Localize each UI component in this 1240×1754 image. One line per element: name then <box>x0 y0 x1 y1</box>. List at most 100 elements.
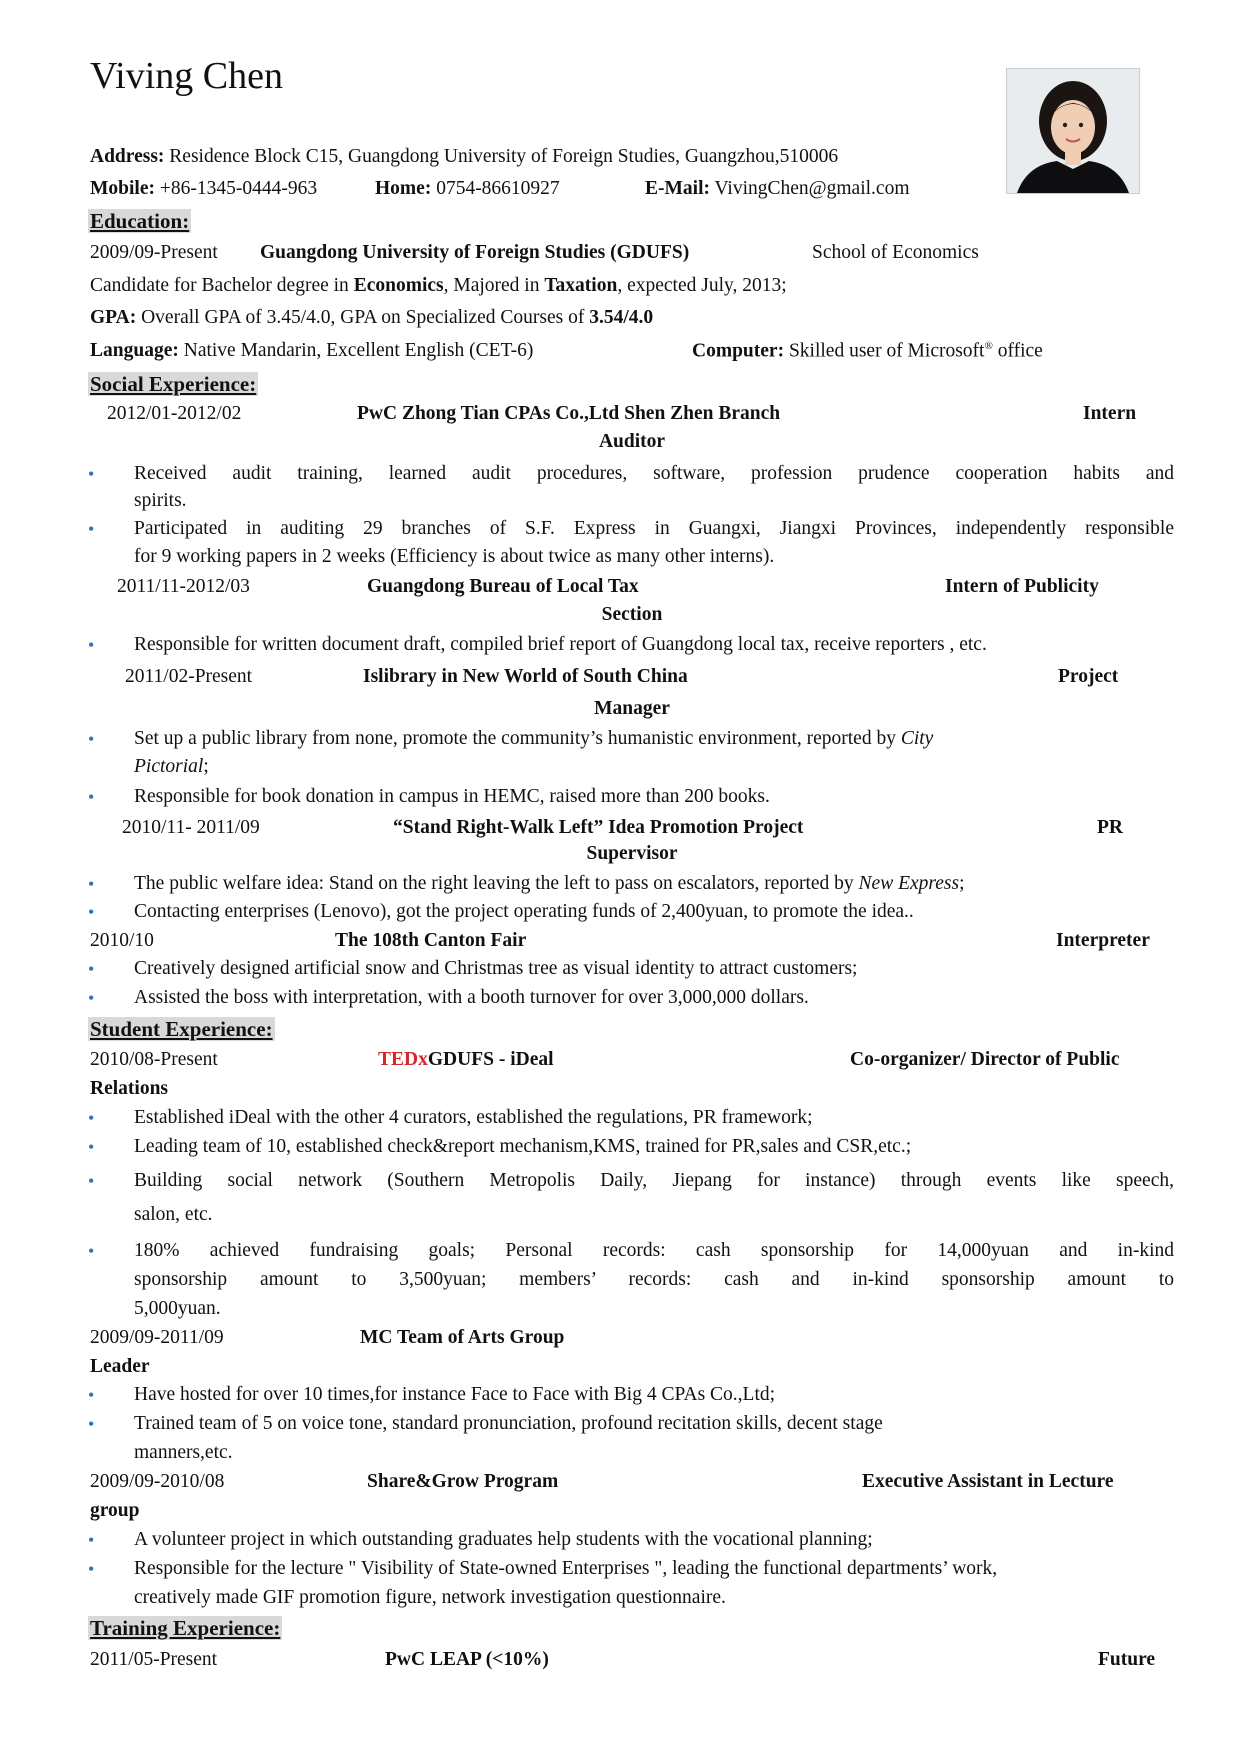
education-faculty: School of Economics <box>812 242 979 263</box>
email-value[interactable]: VivingChen@gmail.com <box>714 178 910 199</box>
job-date: 2010/10 <box>90 930 154 951</box>
bullet-icon: • <box>88 1385 95 1405</box>
bullet-text: Have hosted for over 10 times,for instan… <box>134 1384 776 1405</box>
bullet-text-part: Set up a public library from none, promo… <box>134 728 901 749</box>
education-language: Language: Native Mandarin, Excellent Eng… <box>90 340 533 362</box>
language-text: Native Mandarin, Excellent English (CET-… <box>183 340 534 361</box>
job-role: Intern of Publicity <box>945 576 1099 597</box>
bullet-icon: • <box>88 635 95 655</box>
computer-text: office <box>992 340 1043 362</box>
bullet-icon: • <box>88 729 95 749</box>
degree-text: Candidate for Bachelor degree in <box>90 275 354 296</box>
job-org: Islibrary in New World of South China <box>363 666 688 687</box>
training-date: 2011/05-Present <box>90 1649 218 1670</box>
language-label: Language: <box>90 340 179 361</box>
activity-date: 2009/09-2011/09 <box>90 1327 224 1348</box>
job-role: Interpreter <box>1056 930 1150 951</box>
activity-role-cont: group <box>90 1500 140 1521</box>
home-label: Home: <box>375 178 432 199</box>
bullet-text: Contacting enterprises (Lenovo), got the… <box>134 901 914 922</box>
job-org: PwC Zhong Tian CPAs Co.,Ltd Shen Zhen Br… <box>357 403 781 424</box>
job-org: The 108th Canton Fair <box>335 930 527 951</box>
degree-text: , expected July, 2013; <box>617 275 787 296</box>
degree-text: , Majored in <box>443 275 545 296</box>
bullet-text: Creatively designed artificial snow and … <box>134 958 858 979</box>
bullet-text: Established iDeal with the other 4 curat… <box>134 1107 813 1128</box>
bullet-icon: • <box>88 787 95 807</box>
bullet-text: Participated in auditing 29 branches of … <box>134 518 1174 539</box>
bullet-text: Building social network (Southern Metrop… <box>134 1170 1174 1191</box>
computer-label: Computer: <box>692 340 785 362</box>
activity-role: Co-organizer/ Director of Public <box>850 1049 1120 1070</box>
mobile-value: +86-1345-0444-963 <box>159 178 318 199</box>
education-gpa: GPA: Overall GPA of 3.45/4.0, GPA on Spe… <box>90 307 653 329</box>
job-org: “Stand Right-Walk Left” Idea Promotion P… <box>393 817 804 838</box>
bullet-text: Leading team of 10, established check&re… <box>134 1136 912 1157</box>
activity-org-name: GDUFS - iDeal <box>427 1049 554 1070</box>
job-role: Project <box>1058 666 1119 687</box>
computer-text: Skilled user of Microsoft <box>788 340 985 362</box>
gpa-specialized: 3.54/4.0 <box>589 307 654 328</box>
degree-major: Economics <box>353 275 444 296</box>
job-date: 2012/01-2012/02 <box>107 403 242 424</box>
email-field: E-Mail: VivingChen@gmail.com <box>645 178 910 200</box>
bullet-icon: • <box>88 1414 95 1434</box>
section-title-student: Student Experience: <box>88 1017 275 1041</box>
job-date: 2011/11-2012/03 <box>117 576 250 597</box>
bullet-text: Pictorial; <box>134 756 209 778</box>
activity-role: Leader <box>90 1356 150 1377</box>
bullet-text: spirits. <box>134 490 187 511</box>
section-title-social: Social Experience: <box>88 372 259 396</box>
address-value: Residence Block C15, Guangdong Universit… <box>169 146 839 167</box>
bullet-text: Trained team of 5 on voice tone, standar… <box>134 1413 883 1434</box>
education-degree: Candidate for Bachelor degree in Economi… <box>90 275 787 297</box>
bullet-icon: • <box>88 988 95 1008</box>
bullet-icon: • <box>88 464 95 484</box>
job-date: 2011/02-Present <box>125 666 253 687</box>
job-role: Intern <box>1083 403 1137 424</box>
education-date: 2009/09-Present <box>90 242 218 263</box>
bullet-text-part: The public welfare idea: Stand on the ri… <box>134 873 859 894</box>
job-org: Guangdong Bureau of Local Tax <box>367 576 639 597</box>
job-role-cont: Auditor <box>598 431 666 452</box>
activity-org: MC Team of Arts Group <box>360 1327 565 1348</box>
bullet-icon: • <box>88 1137 95 1157</box>
bullet-text: salon, etc. <box>134 1204 213 1225</box>
bullet-text: Responsible for the lecture " Visibility… <box>134 1558 998 1579</box>
bullet-text: for 9 working papers in 2 weeks (Efficie… <box>134 546 775 567</box>
bullet-icon: • <box>88 1241 95 1261</box>
bullet-text: A volunteer project in which outstanding… <box>134 1529 873 1550</box>
bullet-text-part: ; <box>203 756 209 777</box>
job-role-cont: Manager <box>594 698 670 719</box>
job-date: 2010/11- 2011/09 <box>122 817 260 838</box>
email-label: E-Mail: <box>645 178 710 199</box>
bullet-icon: • <box>88 1108 95 1128</box>
mobile-label: Mobile: <box>90 178 155 199</box>
bullet-text: creatively made GIF promotion figure, ne… <box>134 1587 726 1608</box>
address-line: Address: Residence Block C15, Guangdong … <box>90 146 838 168</box>
home-value: 0754-86610927 <box>436 178 560 199</box>
section-title-training: Training Experience: <box>88 1616 283 1640</box>
publication-name: New Express <box>858 873 960 894</box>
tedx-brand: TEDx <box>378 1049 428 1070</box>
registered-mark: ® <box>984 340 993 352</box>
bullet-icon: • <box>88 1530 95 1550</box>
activity-org: Share&Grow Program <box>367 1471 559 1492</box>
bullet-text: manners,etc. <box>134 1442 233 1463</box>
publication-name: Pictorial <box>134 756 204 777</box>
bullet-text: Responsible for book donation in campus … <box>134 786 770 807</box>
bullet-icon: • <box>88 1171 95 1191</box>
degree-field: Taxation <box>544 275 618 296</box>
training-org: PwC LEAP (<10%) <box>385 1649 549 1670</box>
bullet-text: 180% achieved fundraising goals; Persona… <box>134 1240 1174 1261</box>
education-school: Guangdong University of Foreign Studies … <box>260 242 690 263</box>
bullet-text: Assisted the boss with interpretation, w… <box>134 987 809 1008</box>
bullet-icon: • <box>88 519 95 539</box>
home-field: Home: 0754-86610927 <box>375 178 560 200</box>
job-role: PR <box>1097 817 1123 838</box>
education-computer: Computer: Skilled user of Microsoft® off… <box>692 340 1043 363</box>
address-label: Address: <box>90 146 165 167</box>
job-role-cont: Supervisor <box>586 843 678 864</box>
mobile-field: Mobile: +86-1345-0444-963 <box>90 178 317 200</box>
bullet-text-part: ; <box>959 873 965 894</box>
